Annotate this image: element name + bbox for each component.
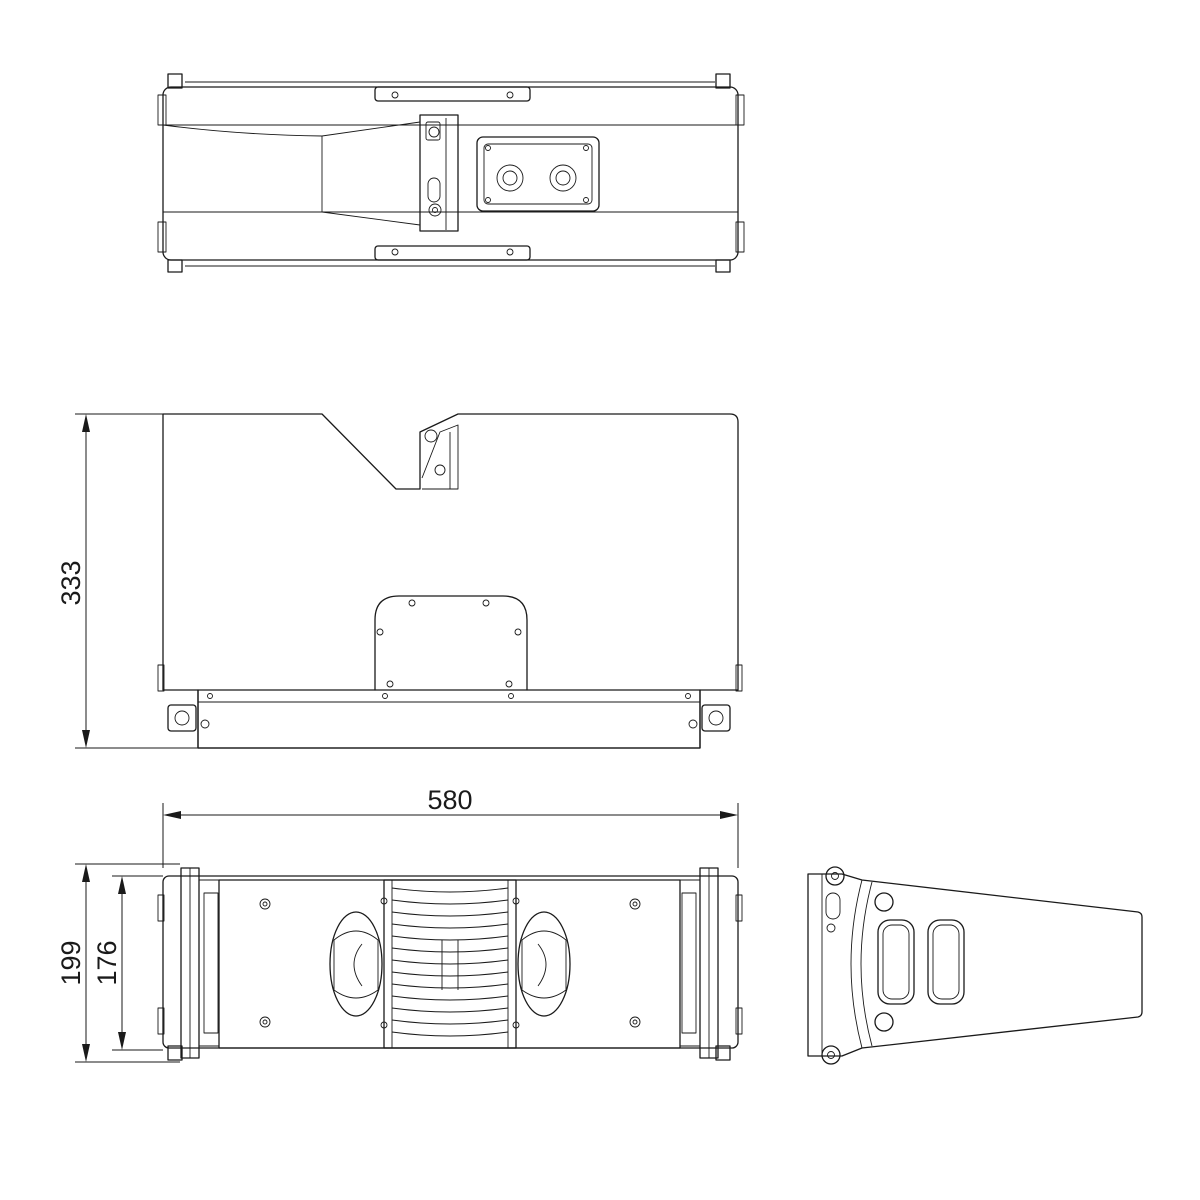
dimension-label-580: 580 [427, 785, 472, 815]
dimension-label-333: 333 [56, 560, 86, 605]
top-view [157, 73, 745, 273]
dimension-label-199: 199 [56, 940, 86, 985]
dimension-height-side: 333 [56, 413, 198, 749]
dimension-height-front-inner: 176 [92, 875, 163, 1051]
side-profile-view [807, 866, 1143, 1065]
waveguide-fins [391, 887, 509, 1037]
front-view [157, 867, 743, 1061]
side-view [157, 413, 743, 749]
dimension-width: 580 [162, 785, 739, 868]
dimension-height-front-outer: 199 [56, 863, 180, 1063]
dimension-label-176: 176 [92, 940, 122, 985]
